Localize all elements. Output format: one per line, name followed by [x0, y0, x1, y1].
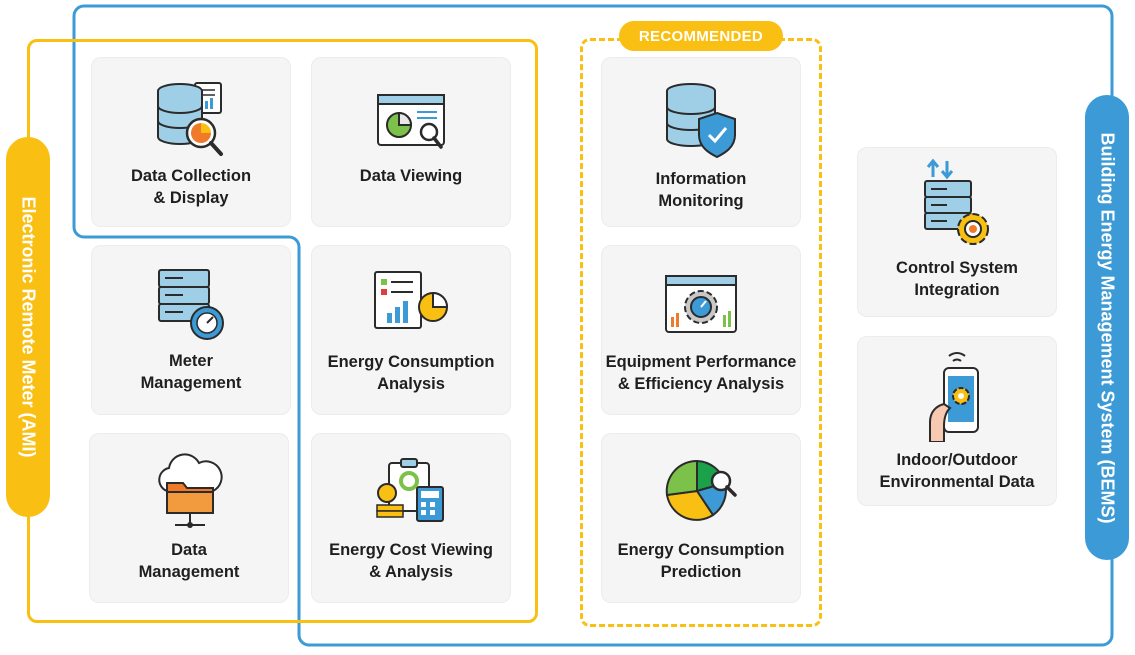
ami-label-pill: Electronic Remote Meter (AMI): [6, 137, 50, 517]
card-label: Data Collection & Display: [130, 167, 252, 207]
bems-label-pill: Building Energy Management System (BEMS): [1085, 95, 1129, 560]
card-label: Control System Integration: [896, 259, 1018, 299]
ami-label: Electronic Remote Meter (AMI): [18, 196, 39, 458]
card-label: Indoor/Outdoor Environmental Data: [879, 451, 1035, 491]
report-chart-icon: [374, 271, 449, 329]
card-data-management: Data Management: [89, 433, 289, 603]
card-data-viewing: Data Viewing: [311, 57, 511, 227]
cost-calculator-icon: [376, 458, 444, 522]
card-label: Equipment Performance & Efficiency Analy…: [605, 353, 797, 393]
card-label: Information Monitoring: [655, 170, 747, 210]
database-shield-icon: [666, 83, 736, 159]
phone-sensor-icon: [929, 352, 979, 442]
card-indoor-outdoor: Indoor/Outdoor Environmental Data: [857, 336, 1057, 506]
card-energy-prediction: Energy Consumption Prediction: [601, 433, 801, 603]
pie-prediction-icon: [665, 459, 737, 521]
server-gauge-icon: [158, 269, 224, 340]
card-label: Energy Consumption Analysis: [327, 353, 495, 393]
card-meter-management: Meter Management: [91, 245, 291, 415]
cloud-folder-icon: [158, 453, 223, 528]
card-label: Meter Management: [140, 352, 242, 392]
gear-dashboard-icon: [665, 275, 737, 333]
database-search-icon: [157, 82, 223, 156]
card-energy-cost: Energy Cost Viewing & Analysis: [311, 433, 511, 603]
card-information-monitoring: Information Monitoring: [601, 57, 801, 227]
card-equipment-performance: Equipment Performance & Efficiency Analy…: [601, 245, 801, 415]
bems-label: Building Energy Management System (BEMS): [1097, 131, 1118, 524]
card-label: Data Viewing: [359, 167, 463, 185]
recommended-label: RECOMMENDED: [638, 27, 764, 45]
card-control-system: Control System Integration: [857, 147, 1057, 317]
dashboard-chart-icon: [377, 94, 445, 149]
card-label: Energy Cost Viewing & Analysis: [329, 541, 493, 581]
recommended-badge: RECOMMENDED: [619, 21, 783, 51]
card-data-collection: Data Collection & Display: [91, 57, 291, 227]
card-label: Energy Consumption Prediction: [617, 541, 785, 581]
card-energy-consumption-analysis: Energy Consumption Analysis: [311, 245, 511, 415]
card-label: Data Management: [138, 541, 240, 581]
server-gear-icon: [924, 158, 989, 245]
